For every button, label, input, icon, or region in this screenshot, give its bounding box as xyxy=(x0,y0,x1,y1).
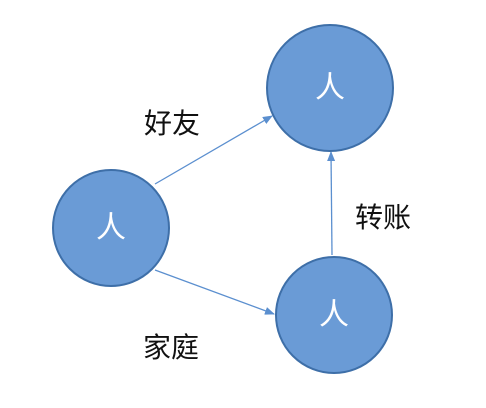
node-bottom: 人 xyxy=(275,256,393,374)
node-left-label: 人 xyxy=(96,211,126,246)
node-bottom-circle xyxy=(275,256,393,374)
edge-transfer-arrow xyxy=(327,151,336,256)
node-top: 人 xyxy=(266,24,394,152)
node-bottom-label: 人 xyxy=(319,298,349,333)
node-left-circle xyxy=(52,169,170,287)
edge-family-arrow xyxy=(154,269,275,315)
edge-label-transfer: 转账 xyxy=(355,201,411,234)
edge-label-friend: 好友 xyxy=(144,107,200,140)
node-top-label: 人 xyxy=(315,71,345,106)
node-top-circle xyxy=(266,24,394,152)
edge-label-family: 家庭 xyxy=(143,331,199,364)
node-left: 人 xyxy=(52,169,170,287)
edge-friend-arrow xyxy=(154,115,273,185)
